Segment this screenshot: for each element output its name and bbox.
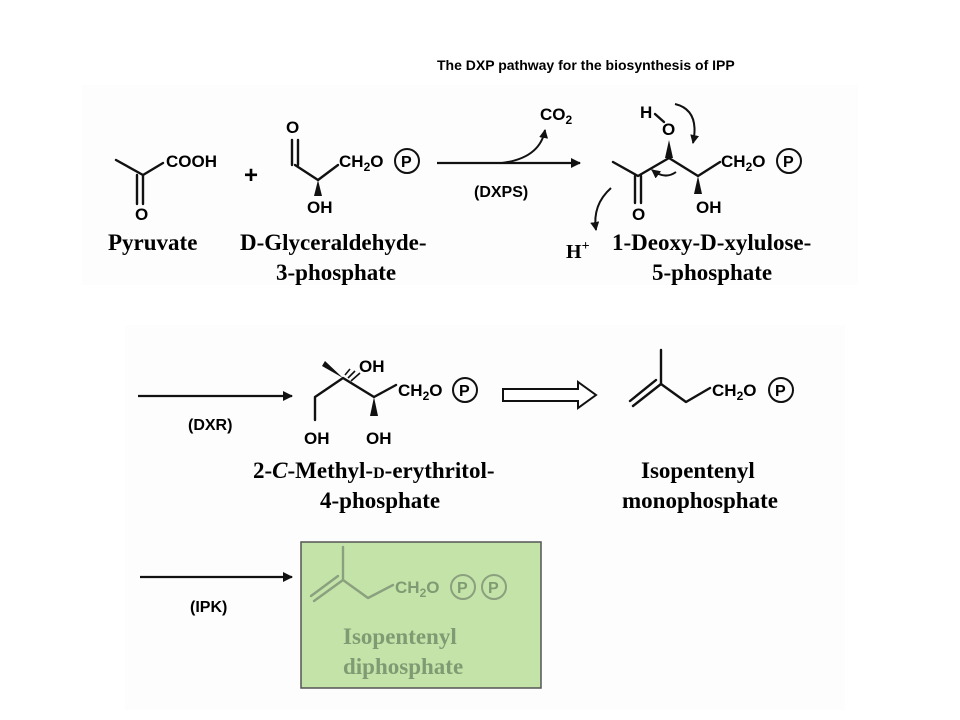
- h-plus: H+: [566, 239, 590, 263]
- g3p-label-1: D-Glyceraldehyde-: [240, 230, 427, 255]
- g3p-label-2: 3-phosphate: [276, 260, 396, 285]
- pyruvate-o: O: [135, 205, 148, 224]
- dxps-arrow: [437, 129, 581, 168]
- ipm-p: P: [775, 383, 786, 400]
- ipm-structure: CH2O P: [628, 348, 794, 408]
- dxp-structure: H O O OH CH2O P: [590, 103, 802, 231]
- mep-structure: OH OH OH CH2O P: [304, 357, 478, 448]
- ipp-p1: P: [457, 580, 468, 597]
- top-panel: [82, 85, 858, 285]
- ipp-p2: P: [488, 580, 499, 597]
- ipp-label-1: Isopentenyl: [343, 624, 457, 649]
- svg-text:CH2O: CH2O: [398, 381, 442, 403]
- dxp-label-2: 5-phosphate: [652, 260, 772, 285]
- g3p-structure: O OH CH2O P: [286, 118, 420, 217]
- svg-text:CH2O: CH2O: [339, 152, 383, 174]
- hollow-arrow: [502, 380, 598, 410]
- ipm-label-2: monophosphate: [622, 488, 778, 513]
- mep-oh-right: OH: [366, 429, 392, 448]
- g3p-oh: OH: [307, 198, 333, 217]
- diagram-title: The DXP pathway for the biosynthesis of …: [437, 57, 735, 73]
- dxp-oh: OH: [696, 198, 722, 217]
- dxp-p: P: [783, 154, 794, 171]
- mep-oh-top: OH: [359, 357, 385, 376]
- svg-text:CH2O: CH2O: [395, 578, 439, 600]
- dxp-o-top: O: [662, 120, 675, 139]
- dxp-h: H: [640, 103, 652, 122]
- ipm-label-1: Isopentenyl: [641, 458, 755, 483]
- co2-label: CO2: [540, 105, 573, 127]
- pyruvate-cooh: COOH: [166, 152, 217, 171]
- ipp-structure: CH2O P P: [309, 545, 507, 603]
- dxr-label: (DXR): [188, 417, 232, 434]
- mep-p: P: [459, 383, 470, 400]
- ipp-label-2: diphosphate: [343, 654, 463, 679]
- ipk-label: (IPK): [190, 599, 227, 616]
- mep-oh-left: OH: [304, 429, 330, 448]
- dxps-label: (DXPS): [474, 184, 528, 201]
- svg-text:CH2O: CH2O: [712, 381, 756, 403]
- ipp-highlight-box: [300, 541, 542, 689]
- svg-text:CH2O: CH2O: [721, 152, 765, 174]
- pyruvate-label: Pyruvate: [108, 230, 197, 255]
- pyruvate-structure: COOH O: [114, 152, 217, 224]
- mep-label-2: 4-phosphate: [320, 488, 440, 513]
- g3p-top-o: O: [286, 118, 299, 137]
- dxp-o-bottom: O: [632, 205, 645, 224]
- mep-label-1: 2-C-Methyl-D-erythritol-: [253, 458, 495, 483]
- plus-sign: +: [244, 162, 258, 189]
- dxp-label-1: 1-Deoxy-D-xylulose-: [612, 230, 811, 255]
- g3p-p: P: [401, 154, 412, 171]
